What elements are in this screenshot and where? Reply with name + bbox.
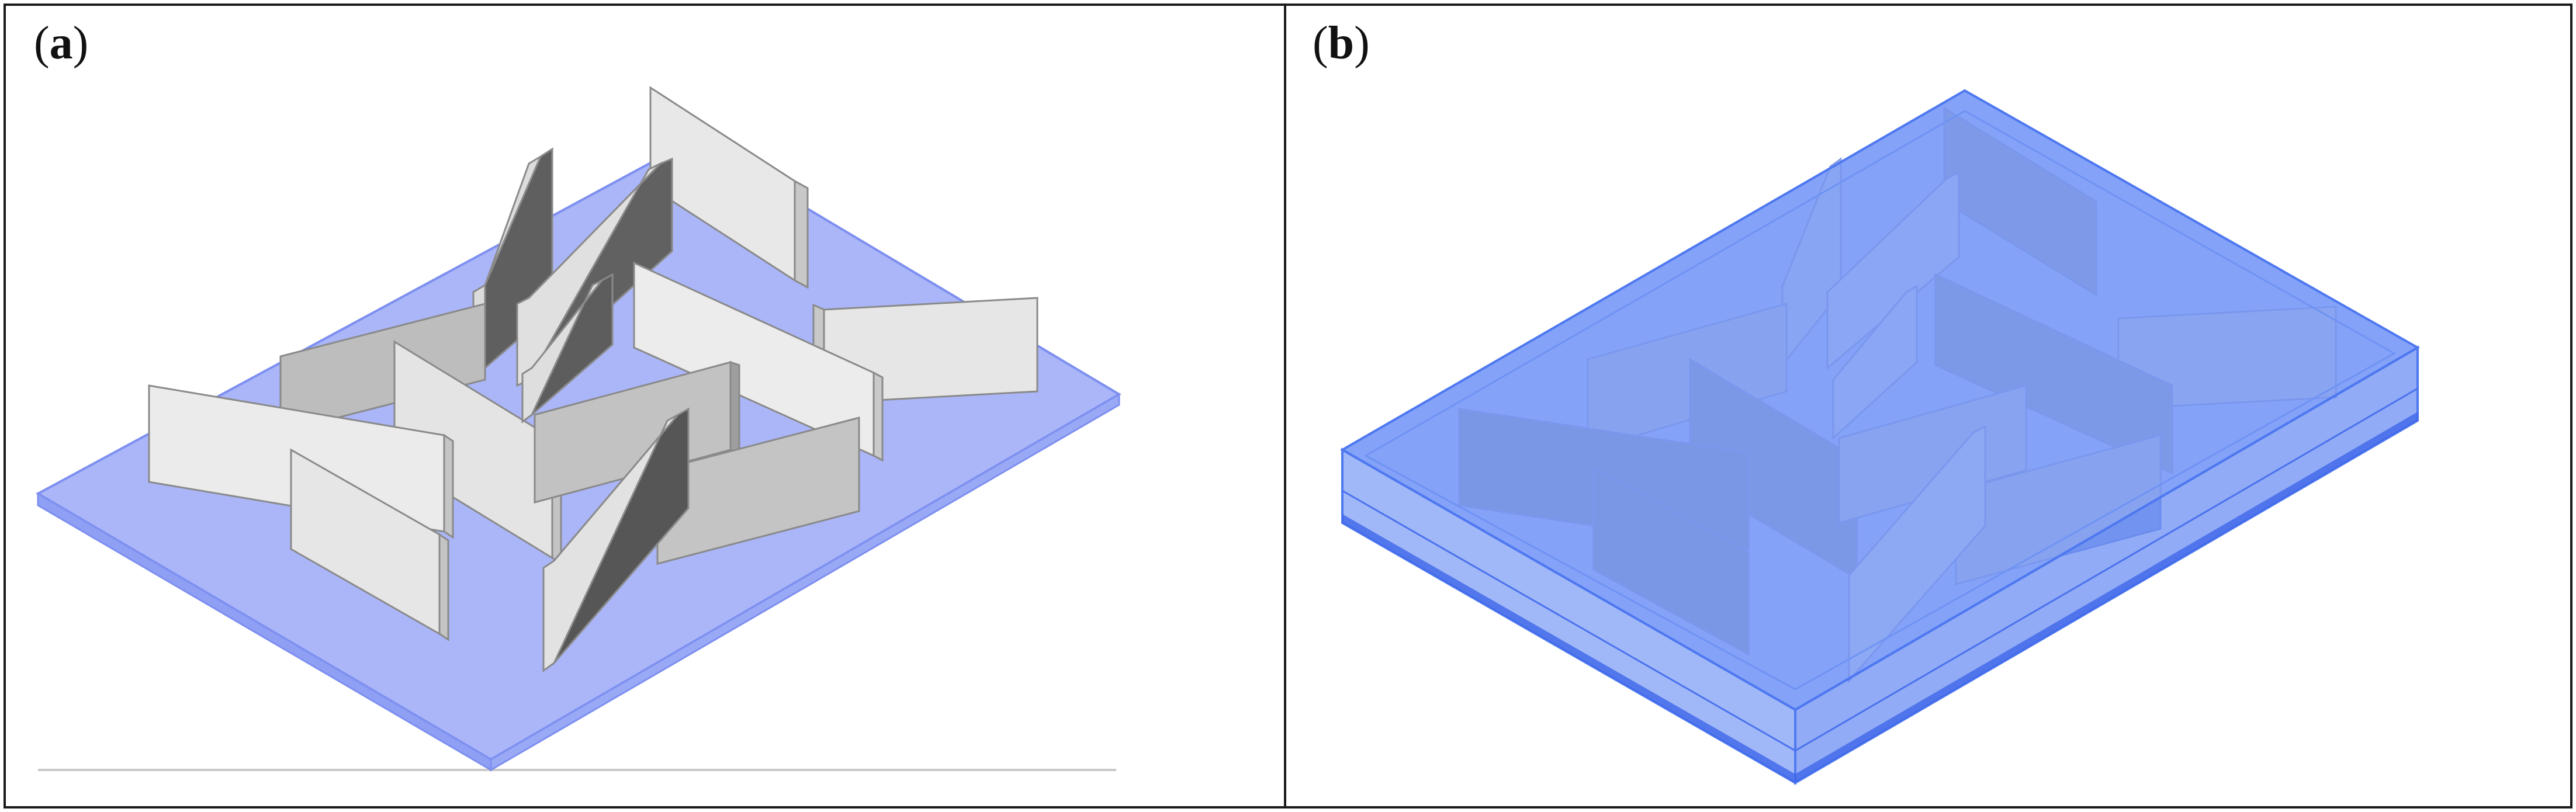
baffle-wall-edge — [438, 533, 449, 641]
panel-b-letter: b — [1328, 18, 1355, 69]
baffle-wall-edge — [521, 279, 603, 424]
panel-a-drawing — [35, 86, 1121, 772]
baffle-wall — [1838, 384, 2027, 524]
panel-b-open-paren: ( — [1313, 18, 1328, 69]
water-surface — [1342, 91, 2418, 710]
baffle-wall — [1848, 425, 1986, 683]
panel-b-close-paren: ) — [1354, 18, 1370, 69]
tank-water-line — [1795, 387, 2418, 752]
baffle-walls — [1458, 106, 2337, 683]
baffle-wall-edge — [794, 179, 809, 289]
baffle-walls — [148, 86, 1038, 672]
baffle-wall-edge — [443, 433, 454, 539]
baffle-wall — [1781, 157, 1842, 368]
tank-inner-rim — [1363, 110, 2397, 690]
baffle-wall — [1934, 273, 2173, 475]
baffle-wall-edge — [872, 371, 884, 462]
panel-b-drawing — [1339, 89, 2421, 785]
tank-base-edge — [1342, 514, 1795, 783]
panel-a-close-paren: ) — [72, 18, 89, 69]
tank-base-edge — [1795, 412, 2418, 783]
panel-b-label: (b) — [1313, 20, 1370, 67]
panel-a-letter: a — [49, 18, 73, 69]
tank-water-line — [1342, 490, 1796, 752]
baffle-wall — [1943, 106, 2097, 297]
baffle-wall-edge — [729, 360, 740, 454]
baffle-wall — [1592, 466, 1750, 656]
panel-a-label: (a) — [34, 20, 88, 67]
panel-divider — [1284, 4, 1286, 808]
base-plate-right-edge — [490, 393, 1120, 772]
panel-a-open-paren: ( — [34, 18, 50, 69]
baffle-wall — [1587, 303, 1788, 452]
baffle-wall-edge — [542, 414, 679, 672]
baffle-wall — [1832, 284, 1918, 440]
